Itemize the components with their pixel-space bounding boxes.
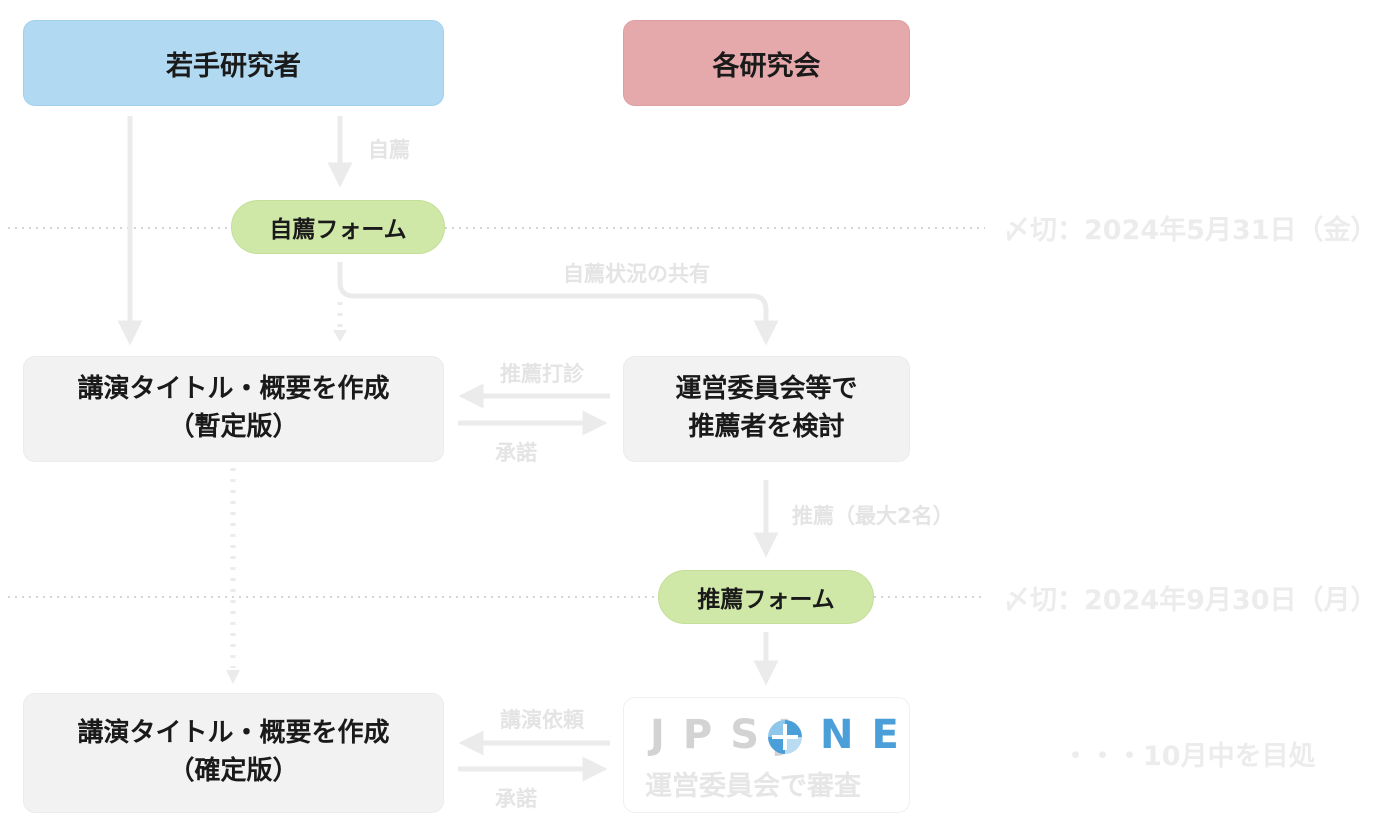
young-researcher-box: 若手研究者 <box>23 20 444 106</box>
recommend-form-label: 推薦フォーム <box>697 587 835 613</box>
logo-letter: J <box>650 712 665 758</box>
logo-letter: P <box>682 712 713 758</box>
jpsj-one-review-box <box>623 697 910 813</box>
deadline-2: 〆切：2024年9月30日（月） <box>1003 585 1378 616</box>
label-lecture-request: 講演依頼 <box>500 708 584 732</box>
logo-letter: N <box>820 712 854 758</box>
label-recommend-max: 推薦（最大2名） <box>792 504 954 528</box>
draft-line-2: （暫定版） <box>168 412 299 442</box>
label-self-recommend: 自薦 <box>368 138 410 162</box>
self-recommend-form-pill: 自薦フォーム <box>231 200 445 254</box>
young-researcher-label: 若手研究者 <box>166 50 301 82</box>
label-accept-2: 承諾 <box>495 787 537 811</box>
committee-line-1: 運営委員会等で <box>675 374 858 405</box>
recommend-form-pill: 推薦フォーム <box>658 570 874 624</box>
logo-letter: E <box>871 712 899 758</box>
final-line-1: 講演タイトル・概要を作成 <box>77 718 390 749</box>
final-abstract-box: 講演タイトル・概要を作成 （確定版） <box>23 693 444 813</box>
label-accept-1: 承諾 <box>495 441 537 465</box>
label-share-status: 自薦状況の共有 <box>563 262 710 286</box>
deadline-1: 〆切：2024年5月31日（金） <box>1003 215 1378 246</box>
logo-o-icon <box>768 720 802 754</box>
committee-review-box: 運営委員会等で 推薦者を検討 <box>623 356 910 462</box>
each-society-box: 各研究会 <box>623 20 910 106</box>
draft-line-1: 講演タイトル・概要を作成 <box>77 374 390 405</box>
draft-abstract-box: 講演タイトル・概要を作成 （暫定版） <box>23 356 444 462</box>
self-recommend-form-label: 自薦フォーム <box>269 217 407 243</box>
jpsj-one-logo-one: N E <box>768 712 899 758</box>
committee-line-2: 推薦者を検討 <box>688 412 845 442</box>
label-sound-out: 推薦打診 <box>500 362 584 386</box>
target-october: ・・・10月中を目処 <box>1062 741 1316 772</box>
logo-letter: S <box>730 712 760 758</box>
review-text: 運営委員会で審査 <box>645 771 861 802</box>
final-line-2: （確定版） <box>168 756 299 786</box>
each-society-label: 各研究会 <box>712 50 821 82</box>
arrow-share <box>337 262 779 346</box>
